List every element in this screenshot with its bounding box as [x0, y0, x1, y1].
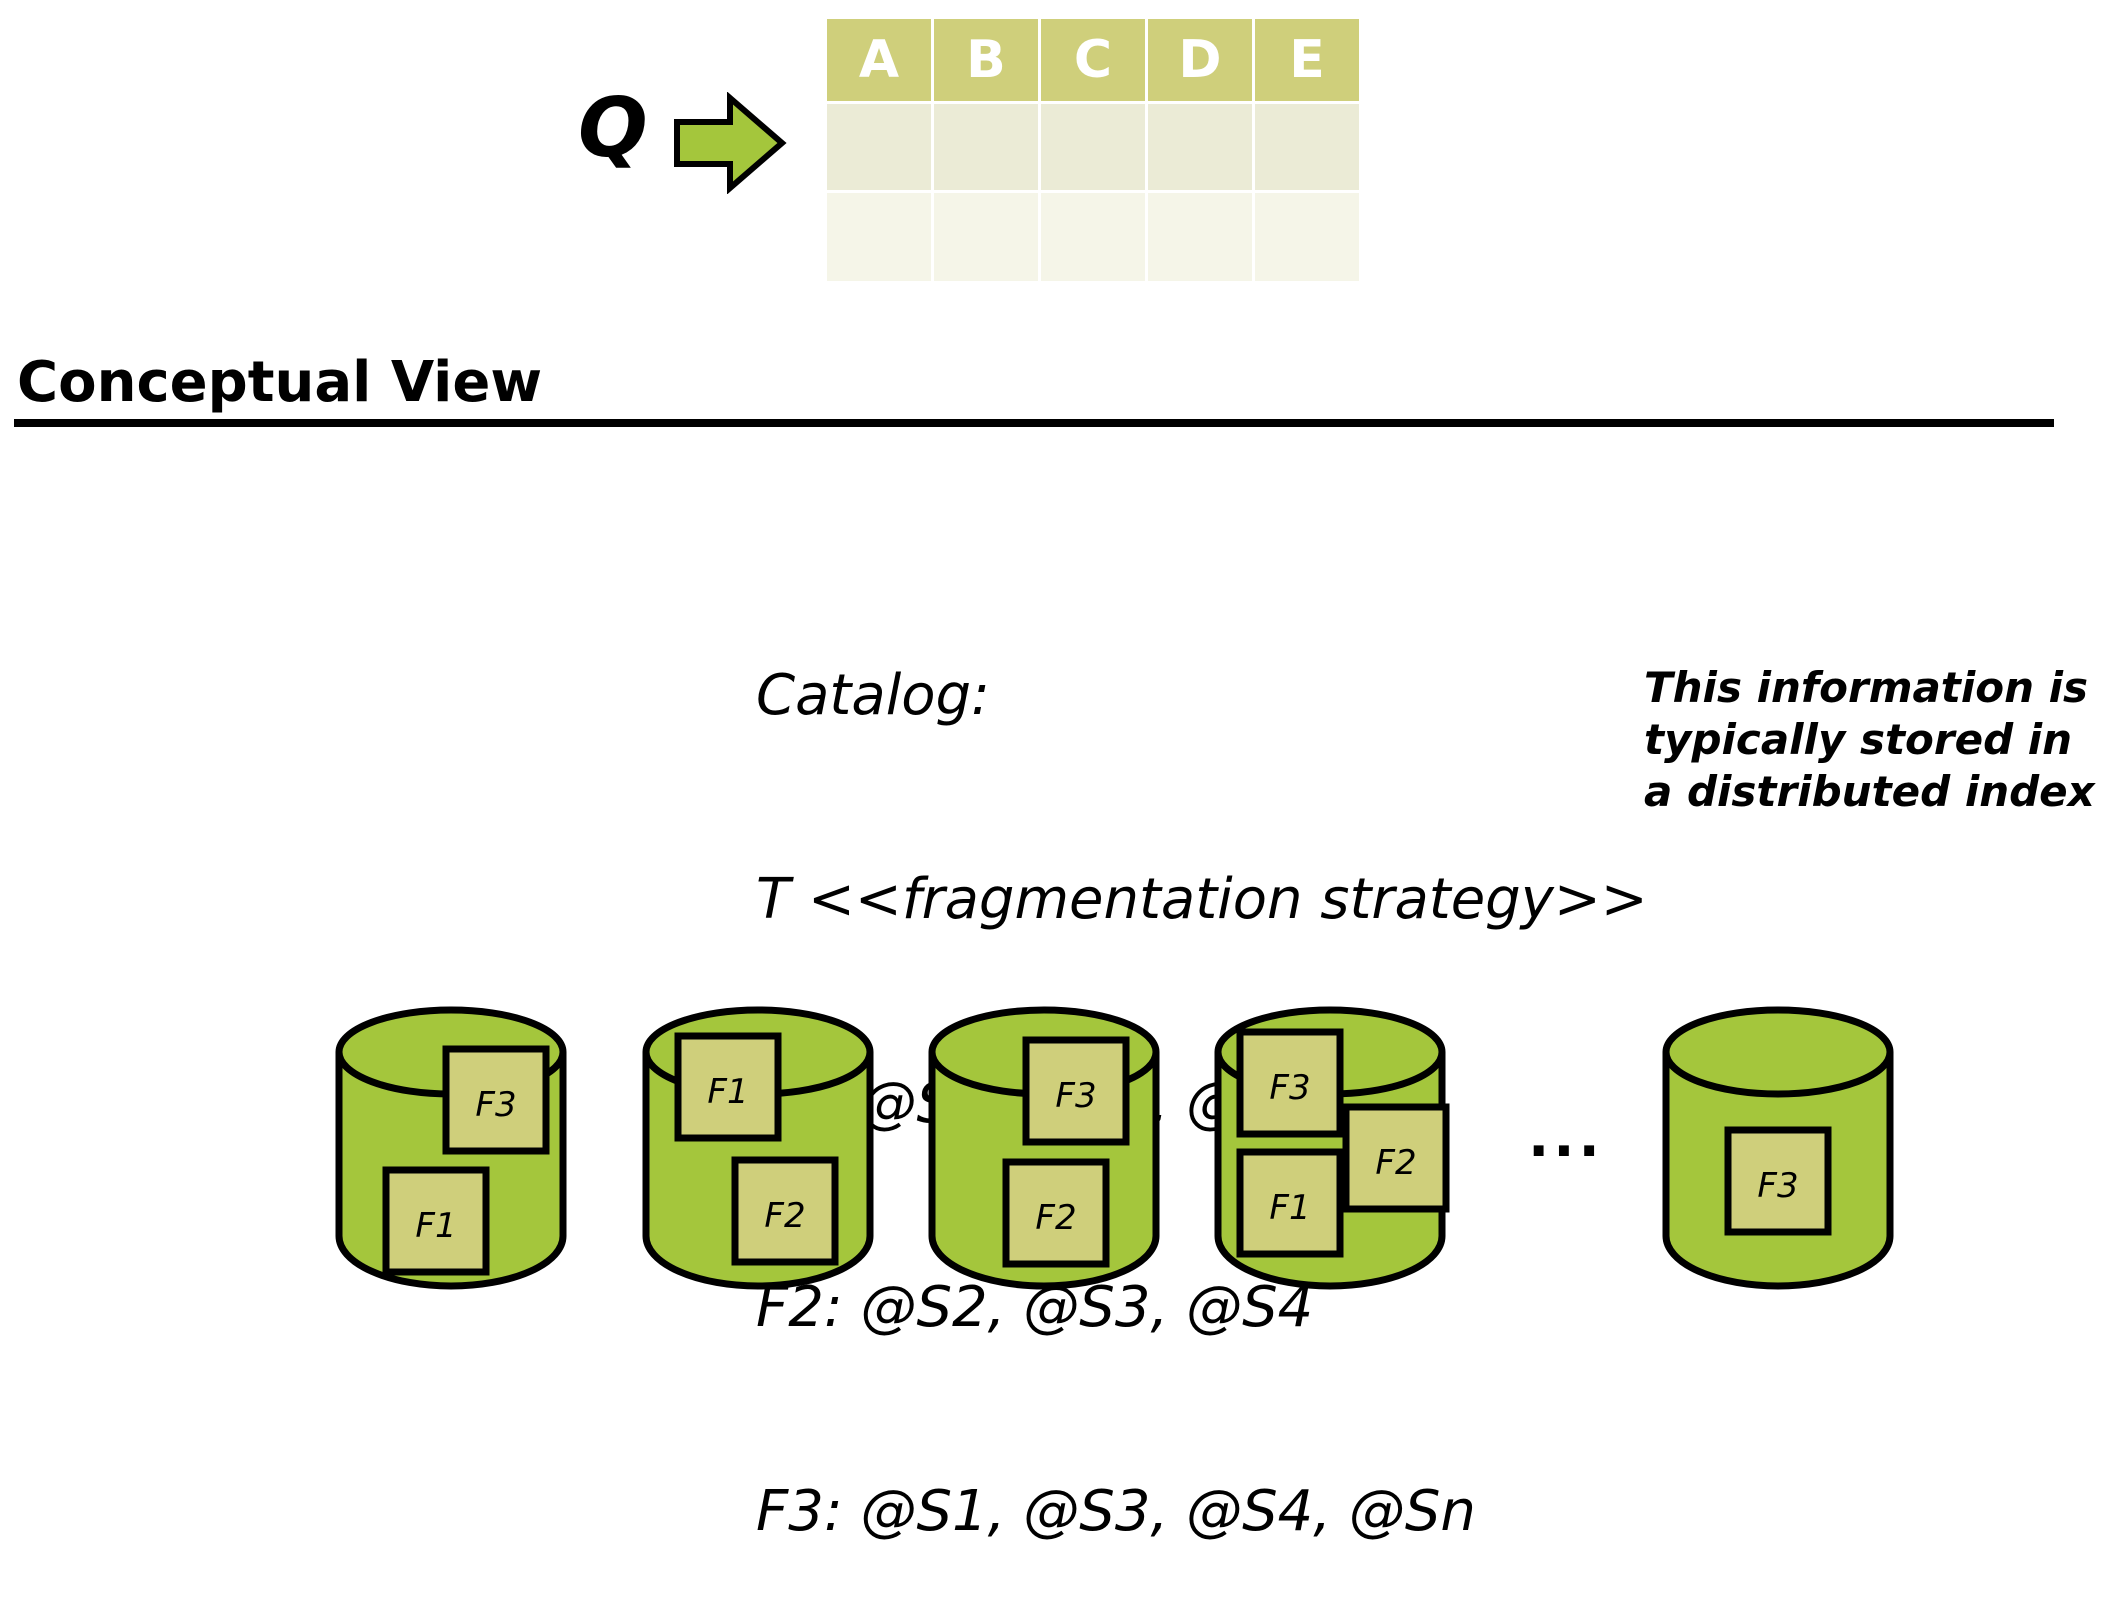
- fragment-box: F2: [1342, 1103, 1450, 1213]
- site-database-icon: F1 F2: [642, 1006, 874, 1290]
- fragment-box: F1: [382, 1166, 490, 1276]
- fragment-box: F3: [1724, 1126, 1832, 1236]
- column-header: D: [1145, 16, 1255, 104]
- table-cell: [824, 101, 934, 193]
- table-cell: [1252, 190, 1362, 284]
- fragment-box: F3: [1236, 1028, 1344, 1138]
- index-note-line: typically stored in: [1644, 715, 2073, 764]
- column-header: C: [1038, 16, 1148, 104]
- site-database-icon: F3: [1662, 1006, 1894, 1290]
- fragment-box: F1: [1236, 1148, 1344, 1258]
- table-cell: [1038, 190, 1148, 284]
- fragment-box: F2: [1002, 1158, 1110, 1268]
- catalog-line: F1: @S1, @S2, @S4: [756, 1070, 1648, 1138]
- catalog-line: F3: @S1, @S3, @S4, @Sn: [756, 1479, 1476, 1544]
- fragment-label: F1: [415, 1206, 456, 1246]
- fragment-label: F3: [1269, 1068, 1310, 1108]
- fragment-box: F3: [1022, 1036, 1130, 1146]
- site-database-icon: F3 F2: [928, 1006, 1160, 1290]
- fragment-label: F1: [707, 1072, 748, 1112]
- table-cell: [1145, 190, 1255, 284]
- column-header: B: [931, 16, 1041, 104]
- index-note-line: a distributed index: [1644, 767, 2095, 816]
- table-row: [824, 190, 1362, 284]
- fragment-label: F3: [475, 1085, 516, 1125]
- fragment-box: F3: [442, 1045, 550, 1155]
- column-header: E: [1252, 16, 1362, 104]
- section-heading: Conceptual View: [17, 350, 543, 415]
- catalog-line: F2: @S2, @S3, @S4: [756, 1275, 1314, 1340]
- table-cell: [931, 101, 1041, 193]
- index-note-line: This information is: [1644, 663, 2089, 712]
- table-header-row: A B C D E: [824, 16, 1362, 104]
- fragment-label: F2: [764, 1196, 805, 1236]
- site-database-icon: F3 F2 F1: [1214, 1006, 1450, 1290]
- index-note: This information is typically stored in …: [1644, 662, 2095, 818]
- table-cell: [824, 190, 934, 284]
- catalog-line: T <<fragmentation strategy>>: [756, 867, 1648, 932]
- table-cell: [1252, 101, 1362, 193]
- fragment-label: F1: [1269, 1188, 1310, 1228]
- query-label: Q: [578, 81, 648, 176]
- fragment-box: F2: [731, 1156, 839, 1266]
- heading-divider: [14, 419, 2054, 427]
- site-database-icon: F3 F1: [335, 1006, 567, 1290]
- query-arrow-icon: [674, 92, 787, 194]
- catalog-title: Catalog:: [756, 663, 990, 728]
- fragment-box: F1: [674, 1032, 782, 1142]
- table-row: [824, 101, 1362, 193]
- storage-sites: F3 F1 F1 F2 F3 F2: [335, 1006, 1894, 1290]
- relation-table: A B C D E: [824, 16, 1362, 284]
- catalog-block: Catalog: T <<fragmentation strategy>> F1…: [756, 526, 1648, 1614]
- table-cell: [1038, 101, 1148, 193]
- fragment-label: F3: [1055, 1076, 1096, 1116]
- table-cell: [931, 190, 1041, 284]
- fragment-label: F2: [1035, 1198, 1076, 1238]
- fragment-label: F3: [1757, 1166, 1798, 1206]
- fragment-label: F2: [1375, 1143, 1416, 1183]
- table-cell: [1145, 101, 1255, 193]
- column-header: A: [824, 16, 934, 104]
- more-sites-ellipsis: ...: [1528, 1105, 1604, 1170]
